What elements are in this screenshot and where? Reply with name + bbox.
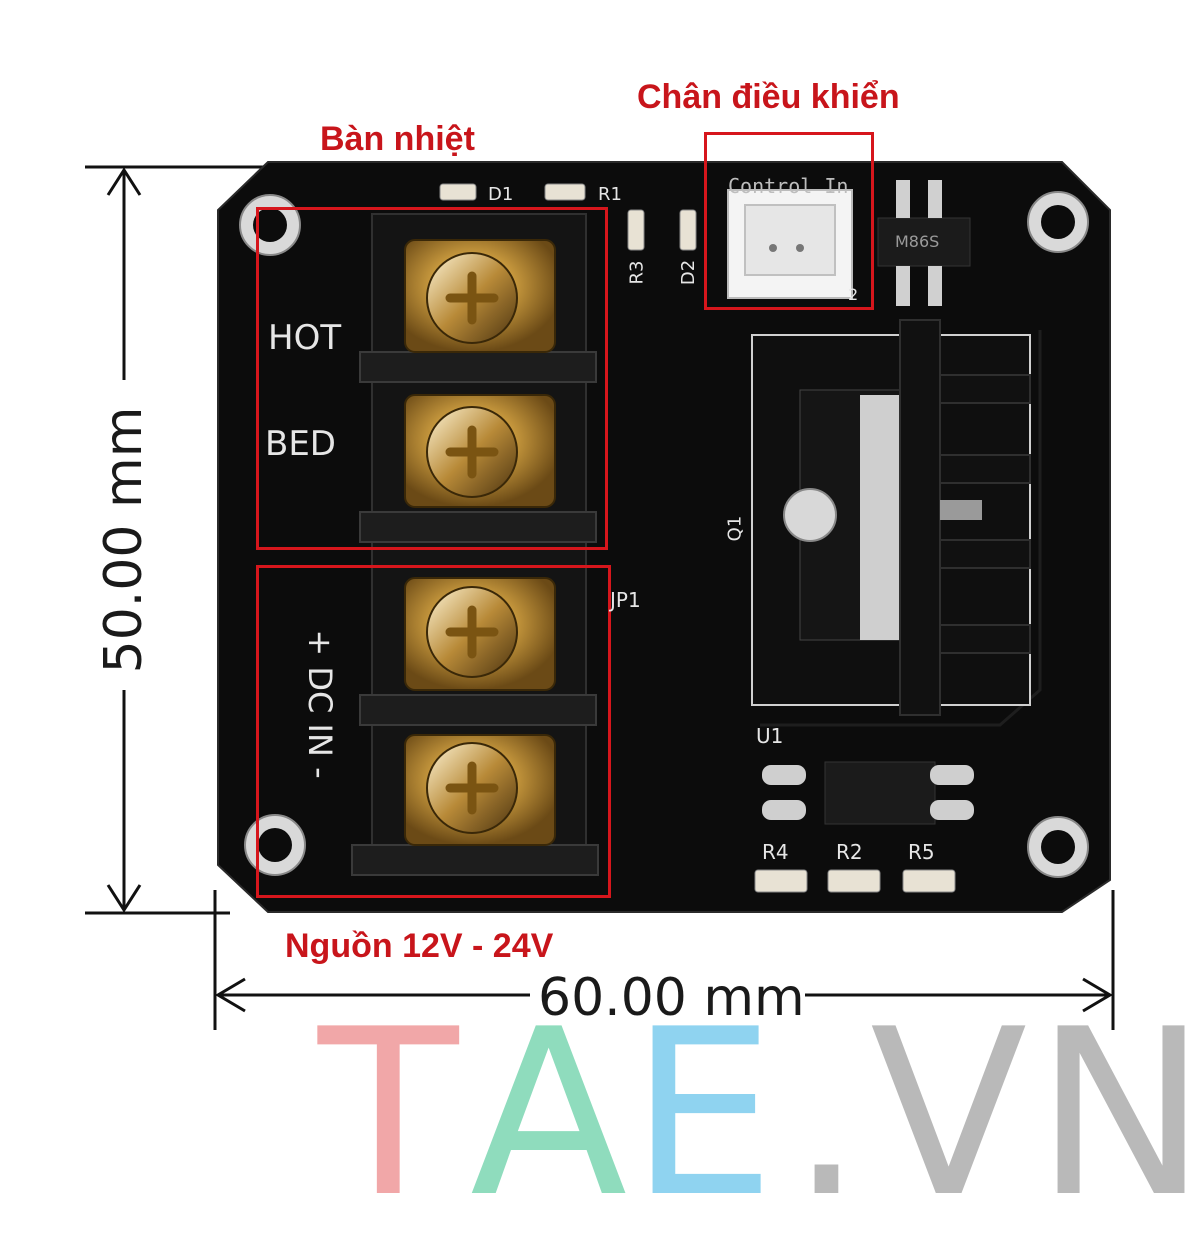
silk-r3: R3: [626, 260, 648, 285]
silk-d2: D2: [678, 259, 700, 286]
silk-jp1: JP1: [610, 588, 641, 612]
logo-letter-v: V: [870, 981, 1028, 1248]
pcb-board: [217, 161, 1111, 913]
logo-letter-dot: .: [790, 981, 864, 1248]
silk-r2: R2: [836, 840, 863, 864]
silk-control-in: Control In: [728, 174, 849, 198]
logo-letter-t: T: [318, 981, 459, 1248]
silk-pin2: 2: [848, 285, 859, 304]
silk-q1: Q1: [724, 515, 746, 542]
dimension-lines: [85, 165, 1115, 1030]
silk-bed: BED: [265, 424, 336, 464]
annotation-control-pin: Chân điều khiển: [637, 78, 900, 116]
tae-vn-logo: T A E . V N: [0, 1000, 1200, 1230]
dimension-width-label: 60.00 mm: [538, 968, 805, 1028]
annotation-power: Nguồn 12V - 24V: [285, 927, 554, 965]
silk-r4: R4: [762, 840, 789, 864]
silk-dc-in: + DC IN -: [301, 629, 339, 779]
control-pin-highlight-box: [704, 132, 874, 310]
silk-r5: R5: [908, 840, 935, 864]
logo-letter-e: E: [630, 981, 776, 1248]
power-highlight-box: [256, 565, 611, 898]
silk-d1: D1: [488, 184, 514, 205]
logo-letter-a: A: [470, 981, 628, 1248]
silk-r1: R1: [598, 184, 622, 205]
silk-hot: HOT: [268, 318, 342, 358]
silk-chip-mark: M86S: [895, 232, 940, 251]
dimension-height-label: 50.00 mm: [94, 406, 154, 674]
heat-bed-highlight-box: [256, 207, 608, 550]
annotation-heat-bed: Bàn nhiệt: [320, 120, 475, 158]
logo-letter-n: N: [1035, 981, 1200, 1248]
silk-u1: U1: [756, 724, 784, 748]
